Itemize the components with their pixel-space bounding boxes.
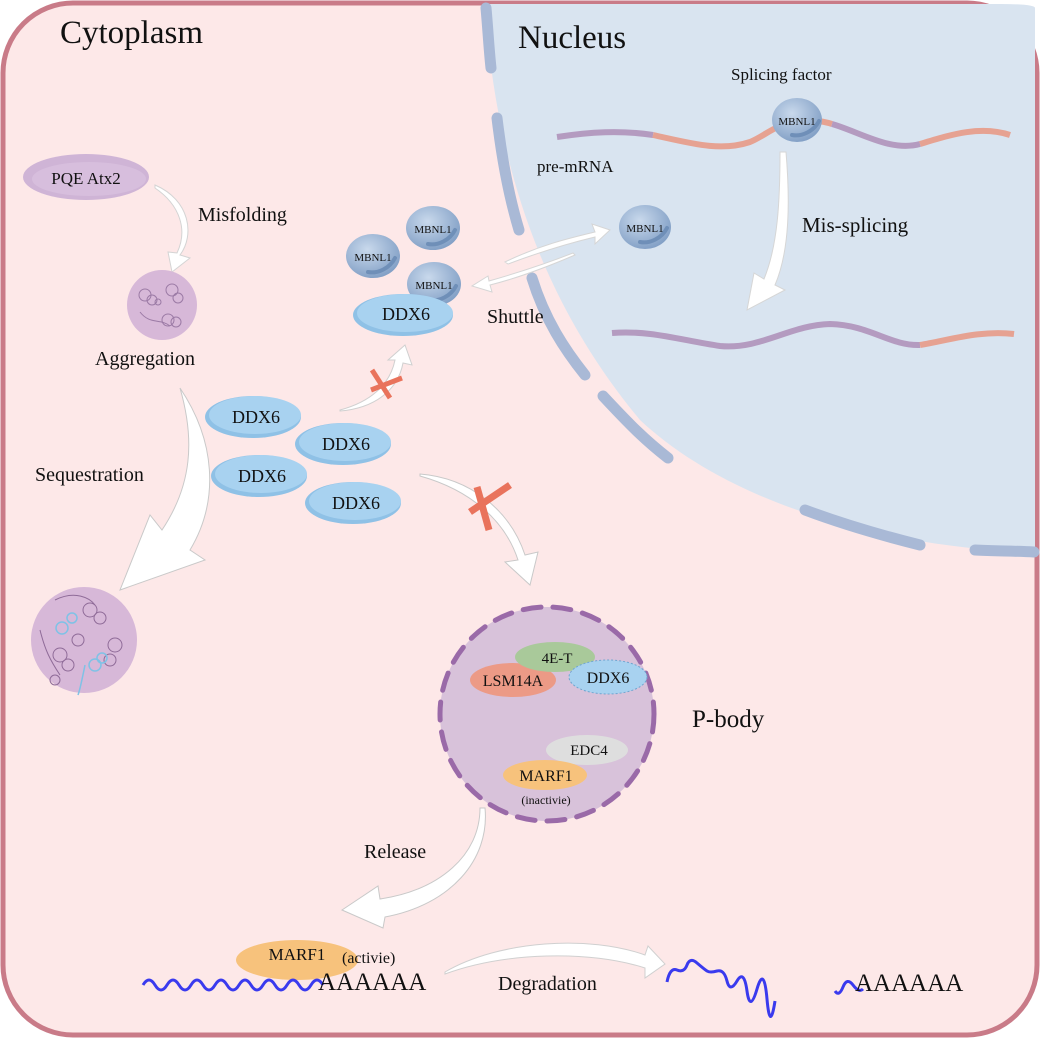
poly-a-tail: AAAAAA xyxy=(318,969,426,996)
splicing-factor-label: Splicing factor xyxy=(731,65,832,84)
small-aggregate xyxy=(127,270,197,340)
edc4-protein: EDC4 xyxy=(546,735,628,765)
sequestration-arrow xyxy=(119,387,211,591)
pqe-atx2-label: PQE Atx2 xyxy=(51,169,120,188)
mbnl1-label: MBNL1 xyxy=(354,252,391,264)
active-label: (activie) xyxy=(342,950,395,967)
pre-mrna-label: pre-mRNA xyxy=(537,157,614,176)
ddx6-label: DDX6 xyxy=(332,493,380,513)
mis-spliced-mrna xyxy=(611,320,1015,350)
ddx6-label: DDX6 xyxy=(322,434,370,454)
edc4-label: EDC4 xyxy=(570,743,608,759)
mis-splicing-label: Mis-splicing xyxy=(802,213,909,237)
mbnl1-protein: MBNL1 xyxy=(407,262,461,306)
sequestration-label: Sequestration xyxy=(35,464,144,486)
lsm14a-protein: LSM14A xyxy=(470,663,556,697)
p-body-label: P-body xyxy=(692,706,765,733)
mbnl1-label: MBNL1 xyxy=(778,116,815,128)
misfolding-arrow xyxy=(154,184,192,273)
misfolding-label: Misfolding xyxy=(198,204,287,226)
mbnl1-protein: MBNL1 xyxy=(406,206,460,250)
degraded-mrna-fragment xyxy=(833,980,865,995)
shuttle-label: Shuttle xyxy=(487,306,544,328)
ddx6-protein: DDX6 xyxy=(568,659,648,695)
release-label: Release xyxy=(364,841,426,863)
splicing-mbnl1: MBNL1 xyxy=(772,98,822,142)
ddx6-protein: DDX6 xyxy=(205,396,301,438)
poly-a-tail-remnant: AAAAAA xyxy=(855,970,963,997)
marf1-protein-active: MARF1 xyxy=(236,940,358,980)
lsm14a-label: LSM14A xyxy=(483,673,544,690)
aggregation-label: Aggregation xyxy=(95,348,195,370)
inhibition-cross-icon xyxy=(468,482,512,531)
cytoplasm-label: Cytoplasm xyxy=(60,15,203,51)
degradation-label: Degradation xyxy=(498,973,597,995)
nuclear-envelope xyxy=(480,2,1040,558)
degradation-arrow xyxy=(444,942,666,979)
ddx6-protein: DDX6 xyxy=(295,423,391,465)
p-body: LSM14A 4E-T DDX6 EDC4 MARF1 (inactivie) xyxy=(437,604,657,824)
degraded-mrna-fragment xyxy=(665,958,777,1018)
ddx6-protein: DDX6 xyxy=(305,482,401,524)
mis-splicing-arrow xyxy=(746,151,789,311)
ddx6-label: DDX6 xyxy=(587,670,630,687)
ddx6-protein: DDX6 xyxy=(211,455,307,497)
nucleus-label: Nucleus xyxy=(518,20,626,56)
inhibition-cross-icon xyxy=(369,368,403,400)
mbnl1-label: MBNL1 xyxy=(414,224,451,236)
marf1-label: MARF1 xyxy=(519,768,572,785)
ddx6-cluster: DDX6 DDX6 DDX6 DDX6 xyxy=(205,396,401,524)
shuttle-arrow-in xyxy=(503,223,611,265)
marf1-protein-inactive: MARF1 xyxy=(503,760,587,790)
mbnl1-label: MBNL1 xyxy=(415,280,452,292)
mbnl1-protein: MBNL1 xyxy=(346,234,400,278)
shuttle-arrow-out xyxy=(470,252,576,293)
mbnl1-label: MBNL1 xyxy=(626,223,663,235)
marf1-label: MARF1 xyxy=(269,945,326,964)
ddx6-protein: DDX6 xyxy=(353,294,453,336)
ddx6-label: DDX6 xyxy=(382,304,430,324)
ddx6-label: DDX6 xyxy=(232,407,280,427)
four-e-t-protein: 4E-T xyxy=(515,642,595,672)
four-e-t-label: 4E-T xyxy=(542,651,573,667)
inactive-label: (inactivie) xyxy=(521,793,570,807)
nuclear-mbnl1: MBNL1 xyxy=(619,205,671,249)
ddx6-mbnl1-complex: MBNL1 MBNL1 MBNL1 DDX6 xyxy=(346,206,461,336)
release-arrow xyxy=(340,807,486,929)
pqe-atx2-protein: PQE Atx2 xyxy=(23,154,149,200)
ddx6-label: DDX6 xyxy=(238,466,286,486)
mrna-strand xyxy=(141,978,325,992)
large-aggregate xyxy=(31,587,137,696)
